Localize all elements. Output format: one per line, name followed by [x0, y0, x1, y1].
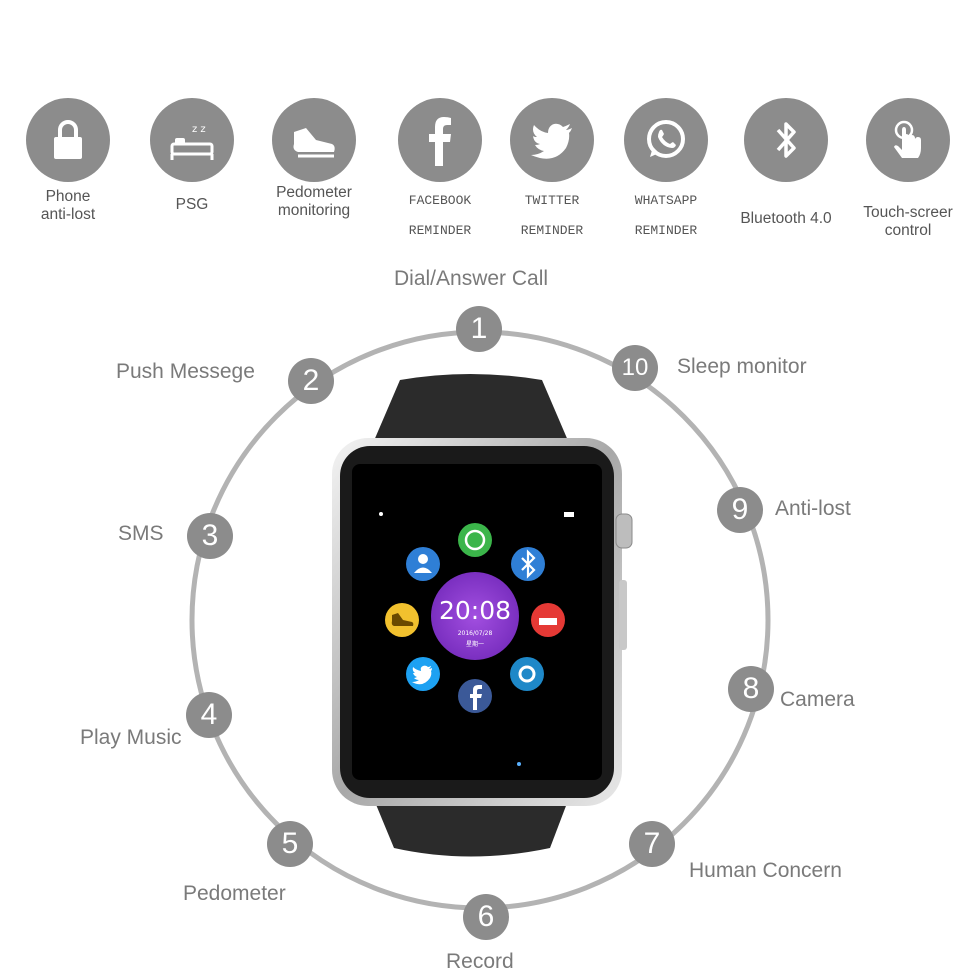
twitter-bird-icon — [406, 657, 440, 691]
feature-label: FACEBOOK — [408, 193, 472, 208]
whatsapp-icon — [624, 98, 708, 182]
watch-time: 20:08 — [438, 596, 512, 625]
shoe-icon — [272, 98, 356, 182]
feature-label: Pedometer — [276, 184, 352, 201]
feature-facebook-reminder: FACEBOOK REMINDER — [380, 98, 500, 246]
clock-face — [431, 572, 519, 660]
ring-number: 4 — [200, 698, 218, 731]
ring-node-2: 2 — [288, 358, 334, 404]
feature-twitter-reminder: TWITTER REMINDER — [492, 98, 612, 246]
ring-node-5: 5 — [267, 821, 313, 867]
ring-number: 7 — [643, 827, 661, 860]
whatsapp-icon — [458, 523, 492, 557]
ring-number: 1 — [470, 312, 488, 345]
ring-node-10: 10 — [612, 345, 658, 391]
sleep-bed-icon: z z — [150, 98, 234, 182]
watch-weekday: 星期一 — [465, 641, 484, 648]
ring-number: 3 — [201, 519, 219, 552]
camera-icon — [510, 657, 544, 691]
ring-number: 5 — [281, 827, 299, 860]
feature-label: control — [884, 222, 932, 239]
ring-number: 8 — [742, 672, 760, 705]
watch-strap-top — [370, 374, 572, 450]
alarm-icon — [531, 603, 565, 637]
watch-side-button — [619, 580, 627, 650]
ring-label: Record — [446, 950, 514, 973]
bluetooth-icon — [744, 98, 828, 182]
feature-label: WHATSAPP — [634, 193, 698, 208]
ring-number: 9 — [731, 493, 749, 526]
ring-label: Camera — [780, 688, 855, 711]
facebook-icon — [398, 98, 482, 182]
svg-text:z z: z z — [192, 124, 206, 135]
feature-label: TWITTER — [524, 193, 580, 208]
feature-label: Bluetooth 4.0 — [740, 210, 832, 227]
ring-node-7: 7 — [629, 821, 675, 867]
ring-label: Push Messege — [116, 360, 255, 383]
feature-whatsapp-reminder: WHATSAPP REMINDER — [606, 98, 726, 246]
feature-label: PSG — [175, 196, 209, 213]
ring-node-9: 9 — [717, 487, 763, 533]
ring-label: Pedometer — [183, 882, 286, 905]
touch-hand-icon — [866, 98, 950, 182]
contacts-icon — [406, 547, 440, 581]
feature-bluetooth: Bluetooth 4.0 — [726, 98, 846, 228]
ring-node-6: 6 — [463, 894, 509, 940]
ring-label: Play Music — [80, 726, 182, 749]
ring-label: Dial/Answer Call — [394, 267, 549, 290]
ring-label: Sleep monitor — [677, 355, 807, 378]
pedometer-shoe-icon — [385, 603, 419, 637]
ring-number: 10 — [621, 354, 649, 381]
watch-date: 2016/07/28 — [457, 630, 493, 637]
ring-node-8: 8 — [728, 666, 774, 712]
watch-crown — [615, 513, 633, 549]
ring-number: 6 — [477, 900, 495, 933]
feature-label: Touch-screer — [863, 204, 953, 221]
lock-icon — [26, 98, 110, 182]
ring-label: Anti-lost — [775, 497, 851, 520]
facebook-icon — [458, 679, 492, 713]
feature-label: REMINDER — [408, 223, 472, 238]
ring-number: 2 — [302, 364, 320, 397]
twitter-bird-icon — [510, 98, 594, 182]
ring-label: SMS — [118, 522, 164, 545]
feature-label: REMINDER — [520, 223, 584, 238]
feature-label: REMINDER — [634, 223, 698, 238]
feature-psg: z z PSG — [132, 98, 252, 214]
ring-node-4: 4 — [186, 692, 232, 738]
feature-label: monitoring — [277, 202, 351, 219]
watch-strap-bottom — [370, 790, 572, 857]
ring-node-1: 1 — [456, 306, 502, 352]
ring-node-3: 3 — [187, 513, 233, 559]
ring-label: Human Concern — [689, 859, 842, 882]
smartwatch: 20:08 2016/07/28 星期一 — [310, 370, 640, 870]
bluetooth-icon — [511, 547, 545, 581]
feature-label: anti-lost — [40, 206, 96, 223]
feature-label: Phone — [45, 188, 91, 205]
